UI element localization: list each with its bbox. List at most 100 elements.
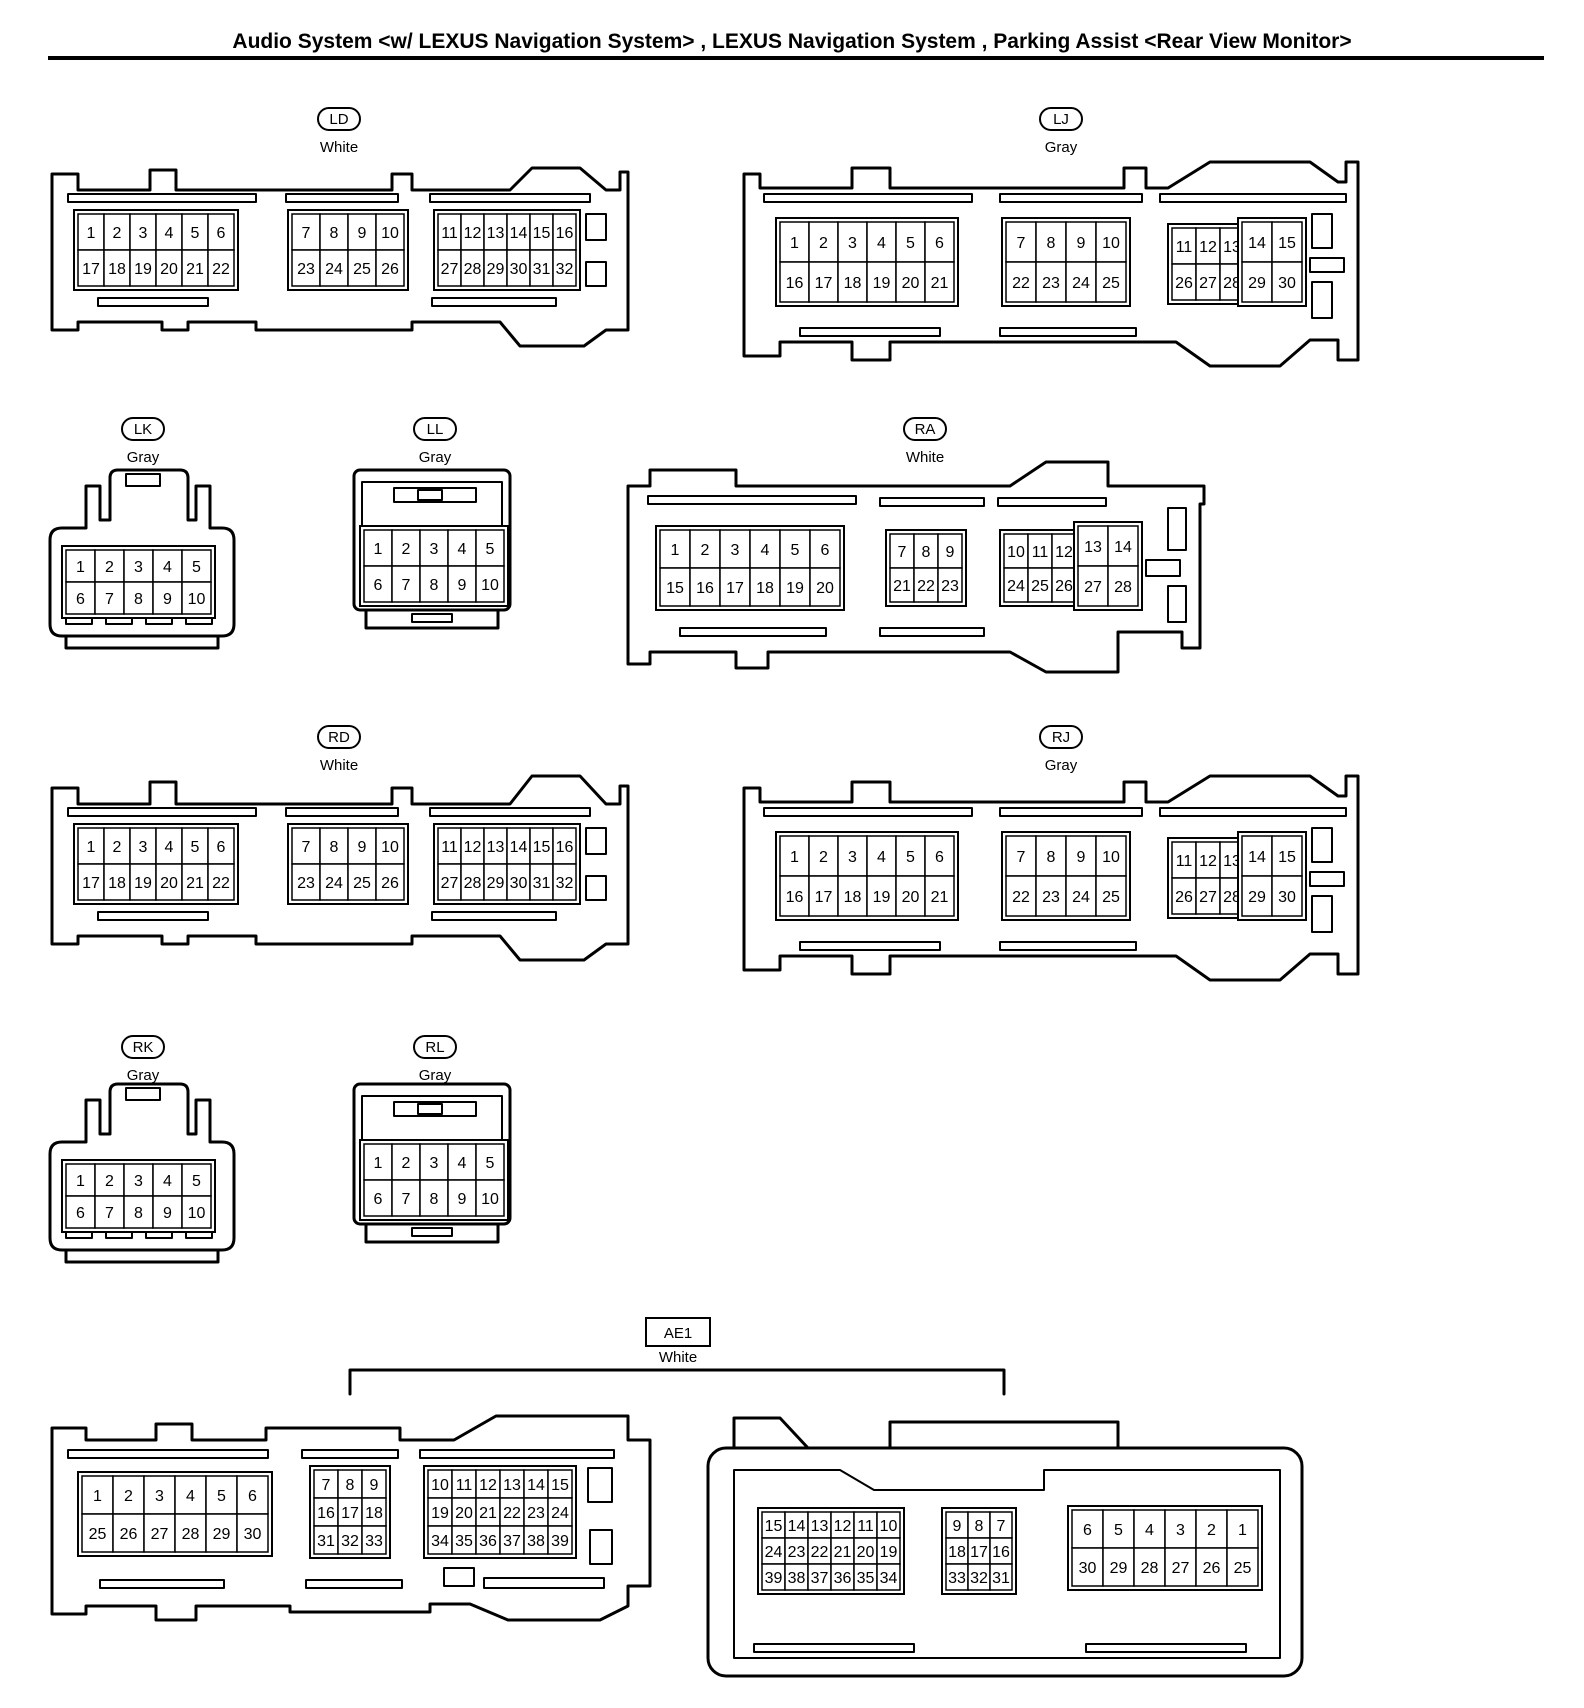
- pin-number: 4: [458, 1155, 467, 1172]
- pin-number: 21: [479, 1505, 497, 1522]
- pin-number: 17: [82, 261, 100, 278]
- pin-cell: [989, 1563, 1013, 1591]
- pin-cell: [779, 567, 811, 607]
- pin-cell: [1164, 1509, 1197, 1549]
- pin-number: 3: [139, 225, 148, 242]
- pin-cell: [313, 1525, 339, 1555]
- pin-number: 14: [527, 1477, 545, 1494]
- pin-number: 9: [458, 1191, 467, 1208]
- pin-cell: [65, 581, 96, 615]
- pin-number: 3: [848, 235, 857, 252]
- pin-cell: [391, 565, 421, 603]
- pin-number: 35: [857, 1570, 875, 1587]
- pin-number: 25: [1031, 578, 1049, 595]
- pin-cell: [895, 261, 926, 303]
- pin-cell: [174, 1513, 207, 1553]
- connector-color: Gray: [1045, 757, 1078, 774]
- connector-code: LJ: [1053, 111, 1069, 128]
- pin-number: 12: [464, 839, 482, 856]
- pin-number: 18: [756, 580, 774, 597]
- pin-cell: [1171, 263, 1197, 301]
- pin-cell: [319, 249, 349, 287]
- pin-number: 25: [89, 1526, 107, 1543]
- pin-number: 26: [1175, 889, 1193, 906]
- pin-number: 27: [1199, 275, 1217, 292]
- pin-number: 2: [402, 541, 411, 558]
- pin-number: 24: [765, 1544, 783, 1561]
- pin-cell: [809, 567, 841, 607]
- pin-cell: [523, 1497, 549, 1527]
- pin-number: 12: [1199, 853, 1217, 870]
- pin-number: 22: [212, 875, 230, 892]
- pin-number: 16: [992, 1544, 1010, 1561]
- pin-cell: [1195, 263, 1221, 301]
- pin-number: 19: [431, 1505, 449, 1522]
- pin-number: 35: [455, 1533, 473, 1550]
- pin-number: 10: [381, 225, 399, 242]
- pin-number: 2: [1207, 1522, 1216, 1539]
- pin-number: 24: [1072, 275, 1090, 292]
- connector-RA-label: RA White: [903, 417, 947, 466]
- pin-number: 8: [134, 591, 143, 608]
- connector-code: RL: [425, 1039, 444, 1056]
- connector-color: Gray: [419, 1067, 452, 1084]
- pin-cell: [924, 261, 955, 303]
- pin-number: 10: [481, 1191, 499, 1208]
- pin-number: 8: [430, 577, 439, 594]
- connector-color: White: [906, 449, 944, 466]
- pin-number: 2: [402, 1155, 411, 1172]
- pin-number: 26: [1055, 578, 1073, 595]
- pin-cell: [207, 827, 235, 865]
- pin-number: 14: [510, 839, 528, 856]
- pin-number: 18: [948, 1544, 966, 1561]
- pin-number: 32: [341, 1533, 359, 1550]
- connector-color: Gray: [127, 449, 160, 466]
- connector-RD-body: [50, 774, 630, 962]
- connector-AE1-left-body: [50, 1414, 652, 1622]
- pin-cell: [181, 1163, 212, 1197]
- pin-cell: [375, 249, 405, 287]
- pin-number: 3: [134, 1173, 143, 1190]
- pin-number: 39: [765, 1570, 783, 1587]
- pin-cell: [363, 1143, 393, 1181]
- pin-number: 31: [317, 1533, 335, 1550]
- connector-RJ-body: [742, 774, 1360, 982]
- pin-cell: [112, 1513, 145, 1553]
- connector-RL-label: RL Gray: [413, 1035, 457, 1084]
- pin-cell: [924, 221, 955, 263]
- pin-number: 34: [431, 1533, 449, 1550]
- pin-cell: [475, 565, 505, 603]
- pin-number: 30: [1278, 275, 1296, 292]
- pin-number: 29: [1248, 275, 1266, 292]
- pin-number: 25: [1234, 1560, 1252, 1577]
- pin-number: 3: [848, 849, 857, 866]
- pin-cell: [895, 875, 926, 917]
- pin-cell: [808, 835, 839, 877]
- pin-number: 10: [381, 839, 399, 856]
- pin-number: 4: [458, 541, 467, 558]
- connector-color: Gray: [419, 449, 452, 466]
- pin-number: 1: [76, 1173, 85, 1190]
- pin-number: 15: [1278, 235, 1296, 252]
- pin-cell: [77, 863, 105, 901]
- pin-cell: [1077, 525, 1109, 567]
- pin-number: 6: [76, 1205, 85, 1222]
- pin-number: 28: [464, 261, 482, 278]
- pin-number: 5: [791, 542, 800, 559]
- pin-cell: [866, 875, 897, 917]
- pin-cell: [181, 249, 209, 287]
- pin-cell: [319, 863, 349, 901]
- pin-cell: [123, 1163, 154, 1197]
- pin-number: 27: [1172, 1560, 1190, 1577]
- pin-number: 2: [113, 225, 122, 242]
- pin-number: 2: [113, 839, 122, 856]
- connector-RK-label: RK Gray: [121, 1035, 165, 1084]
- pin-cell: [207, 863, 235, 901]
- pin-number: 24: [325, 261, 343, 278]
- pin-number: 23: [297, 875, 315, 892]
- pin-number: 5: [486, 541, 495, 558]
- pin-cell: [129, 863, 157, 901]
- pin-number: 15: [533, 839, 551, 856]
- pin-number: 9: [953, 1518, 962, 1535]
- pin-number: 37: [811, 1570, 829, 1587]
